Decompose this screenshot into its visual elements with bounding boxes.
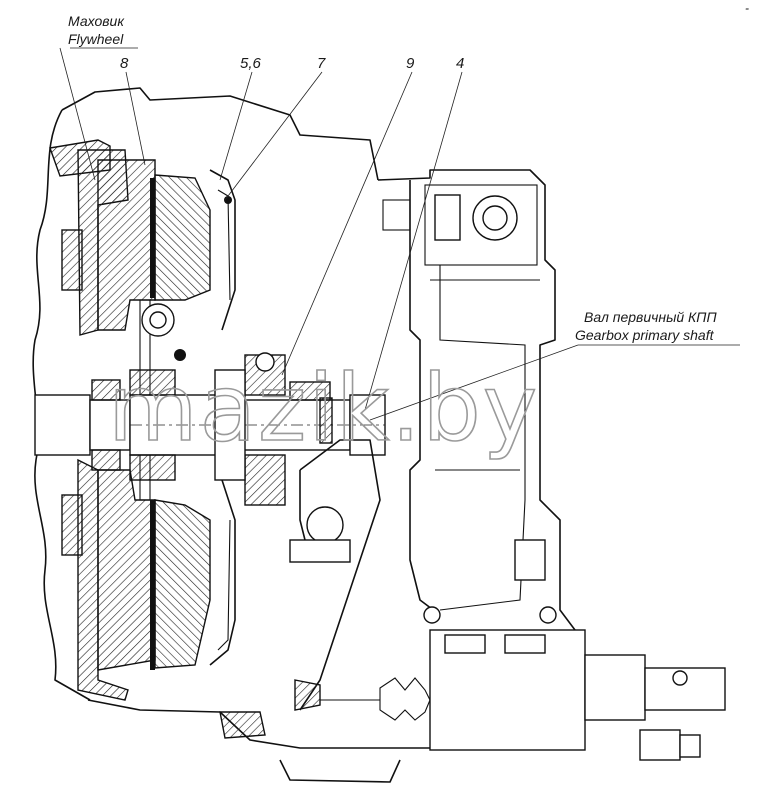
shaft-label-ru: Вал первичный КПП bbox=[584, 309, 717, 325]
flywheel bbox=[61, 149, 156, 701]
slave-cylinder bbox=[320, 629, 726, 761]
watermark-text: mazik.by bbox=[108, 355, 539, 462]
callout-8: 8 bbox=[120, 55, 129, 72]
release-fork bbox=[289, 439, 381, 711]
callout-5-6: 5,6 bbox=[240, 55, 262, 72]
release-bearing bbox=[214, 352, 333, 506]
flywheel-label-ru: Маховик bbox=[68, 13, 125, 29]
callout-7: 7 bbox=[317, 55, 326, 72]
callout-4: 4 bbox=[456, 55, 464, 72]
corner-mark: - bbox=[745, 1, 749, 15]
clutch-disc bbox=[139, 174, 211, 670]
flywheel-label-en: Flywheel bbox=[68, 31, 124, 47]
callout-9: 9 bbox=[406, 55, 415, 72]
leader-lines bbox=[59, 47, 740, 421]
gearbox-housing bbox=[377, 169, 576, 631]
pressure-plate-cover bbox=[209, 169, 236, 666]
shaft-label-en: Gearbox primary shaft bbox=[575, 327, 715, 343]
